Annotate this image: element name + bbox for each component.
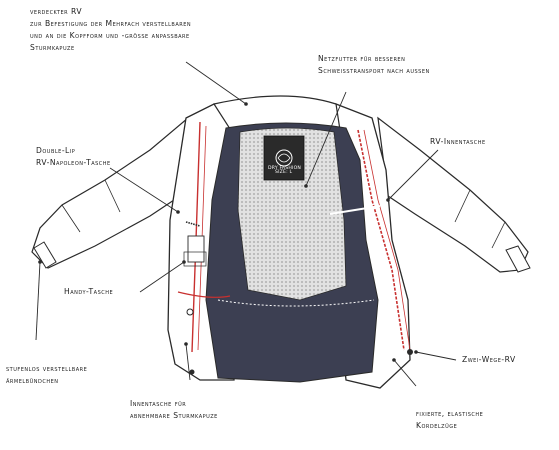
label-line: zur Befestigung der Mehrfach verstellbar…: [30, 19, 192, 28]
label-line: Double-Lip: [36, 146, 76, 155]
label-line: Zwei-Wege-RV: [462, 355, 516, 364]
label-line: Kordelzüge: [416, 421, 458, 430]
brand-tag: [263, 135, 305, 181]
left-sleeve: [31, 116, 189, 269]
right-cuff: [505, 245, 531, 273]
label-two-way-zip: Zwei-Wege-RV: [462, 354, 516, 366]
label-line: abnehmbare Sturmkapuze: [130, 411, 218, 420]
label-line: Schweisstransport nach aussen: [318, 66, 430, 75]
two-way-zip: [357, 129, 405, 351]
label-hood-zip: verdeckter RV zur Befestigung der Mehrfa…: [30, 6, 191, 54]
label-phone-pocket: Handy-Tasche: [64, 286, 113, 298]
phone-pocket: [187, 235, 205, 263]
label-elastic-cords: fixierte, elastische Kordelzüge: [416, 408, 483, 432]
inner-zip-pocket: [329, 205, 381, 215]
label-line: fixierte, elastische: [416, 409, 484, 418]
label-line: und an die Kopfform und -grösse anpassba…: [30, 31, 190, 40]
label-line: Sturmkapuze: [30, 43, 75, 52]
label-cuffs: stufenlos verstellbare ärmelbündchen: [6, 363, 87, 387]
cord-stopper: [407, 349, 413, 355]
label-inner-zip-pocket: RV-Innentasche: [430, 136, 486, 148]
tag-brand: DRY FASHION: [268, 166, 302, 171]
label-line: verdeckter RV: [30, 7, 83, 16]
label-line: RV-Napoleon-Tasche: [36, 158, 111, 167]
label-line: ärmelbündchen: [6, 376, 59, 385]
label-hood-pocket: Innentasche für abnehmbare Sturmkapuze: [130, 398, 218, 422]
tag-size: SIZE: L: [275, 170, 293, 175]
label-line: stufenlos verstellbare: [6, 364, 88, 373]
label-mesh-lining: Netzfutter für besseren Schweisstranspor…: [318, 53, 430, 77]
label-line: RV-Innentasche: [430, 137, 486, 146]
label-line: Handy-Tasche: [64, 287, 114, 296]
left-cuff: [33, 241, 57, 269]
leader-lines: [35, 61, 457, 387]
leader-dots: [38, 102, 418, 362]
label-napoleon-pocket: Double-Lip RV-Napoleon-Tasche: [36, 145, 111, 169]
label-line: Innentasche für: [130, 399, 187, 408]
hood-pocket: [177, 291, 231, 298]
label-line: Netzfutter für besseren: [318, 54, 406, 63]
